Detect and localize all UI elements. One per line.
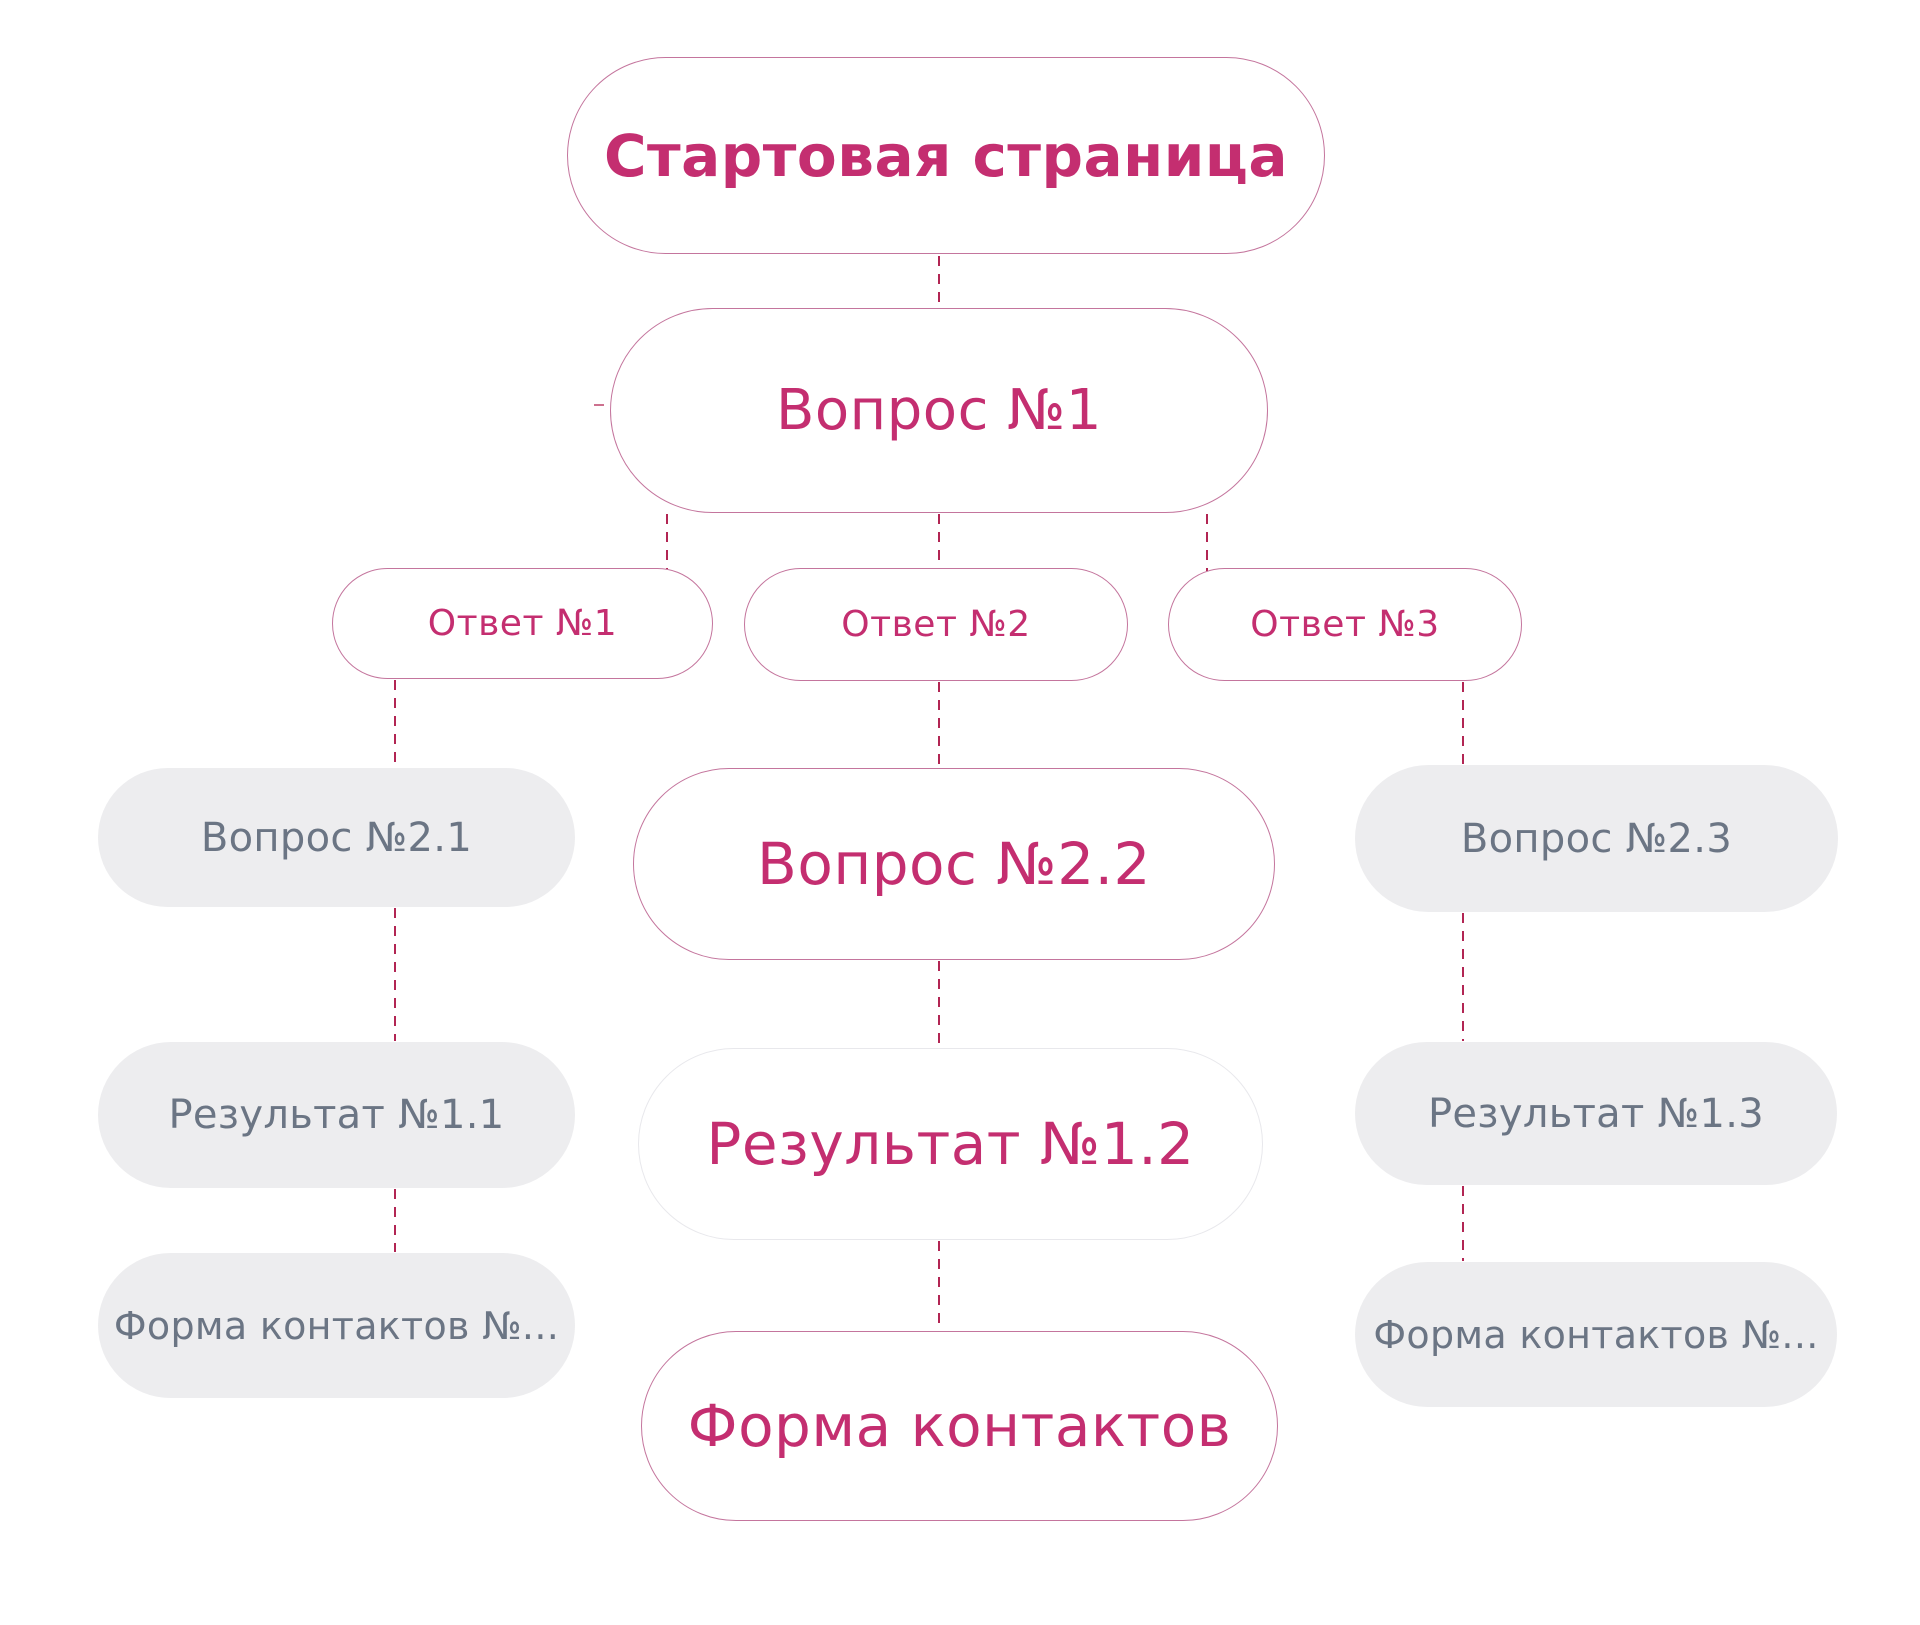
node-answer-1-label: Ответ №1 [427,603,618,644]
node-answer-3: Ответ №3 [1168,568,1522,681]
edge-result11-to-contactleft [394,1189,396,1252]
node-question-2-2-label: Вопрос №2.2 [757,830,1151,898]
node-contact-form-left: Форма контактов №... [98,1253,575,1398]
node-contact-form-left-label: Форма контактов №... [113,1303,560,1348]
node-question-2-3-label: Вопрос №2.3 [1460,815,1733,862]
edge-question22-to-result12 [938,961,940,1047]
node-result-1-2-label: Результат №1.2 [706,1110,1195,1178]
edge-answer1-to-question21 [394,680,396,767]
node-start-page: Стартовая страница [567,57,1325,254]
node-result-1-3-label: Результат №1.3 [1427,1090,1765,1137]
node-result-1-2: Результат №1.2 [638,1048,1263,1240]
edge-question1-to-answer2 [938,514,940,567]
node-answer-2: Ответ №2 [744,568,1128,681]
node-answer-3-label: Ответ №3 [1250,604,1440,645]
node-result-1-3: Результат №1.3 [1355,1042,1837,1185]
node-question-2-1-label: Вопрос №2.1 [200,814,473,861]
edge-answer2-to-question22 [938,682,940,767]
edge-question1-to-answer1 [666,514,668,574]
node-question-1-label: Вопрос №1 [775,378,1103,443]
node-question-2-1: Вопрос №2.1 [98,768,575,907]
node-question-1: Вопрос №1 [610,308,1268,513]
node-answer-2-label: Ответ №2 [841,604,1031,645]
node-start-page-label: Стартовая страница [603,121,1289,190]
node-contact-form-center: Форма контактов [641,1331,1278,1521]
edge-answer3-to-question23 [1462,682,1464,764]
edge-question21-to-result11 [394,908,396,1041]
edge-question23-to-result13 [1462,913,1464,1041]
node-result-1-1-label: Результат №1.1 [168,1092,505,1138]
node-answer-1: Ответ №1 [332,568,713,679]
node-contact-form-right: Форма контактов №... [1355,1262,1837,1407]
edge-question1-to-answer3 [1206,514,1208,571]
node-contact-form-center-label: Форма контактов [687,1392,1232,1460]
edge-start-to-question1 [938,256,940,307]
node-result-1-1: Результат №1.1 [98,1042,575,1188]
edge-result13-to-contactright [1462,1186,1464,1261]
edge-stub-left-of-question1 [594,404,604,406]
node-question-2-2: Вопрос №2.2 [633,768,1275,960]
edge-result12-to-contactcenter [938,1241,940,1330]
node-contact-form-right-label: Форма контактов №... [1373,1312,1819,1357]
node-question-2-3: Вопрос №2.3 [1355,765,1838,912]
